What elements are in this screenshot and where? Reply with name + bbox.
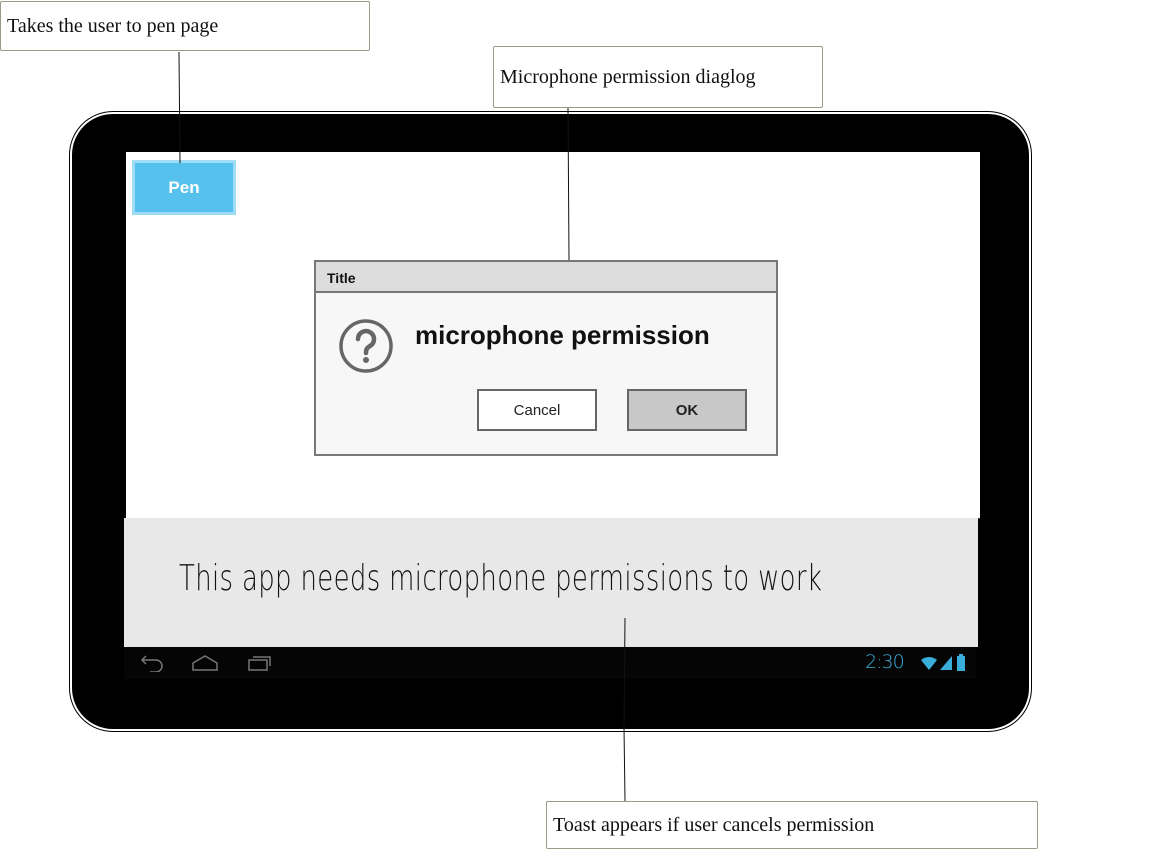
question-icon [339,319,393,373]
dialog-title: Title [316,262,776,293]
signal-icon [940,656,952,670]
system-nav-bar: 2:30 [124,647,976,679]
toast-annotation-callout: Toast appears if user cancels permission [546,801,1038,849]
toast-annotation-text: Toast appears if user cancels permission [553,813,875,836]
pen-button[interactable]: Pen [132,160,236,215]
back-icon[interactable] [138,654,166,672]
pen-button-label: Pen [168,177,200,197]
clock-time: 2:30 [865,651,905,673]
dialog-message: microphone permission [415,320,710,350]
ok-button-label: OK [675,401,699,419]
wifi-icon [921,656,937,670]
ok-button[interactable]: OK [627,389,747,431]
dialog-annotation-callout: Microphone permission diaglog [493,46,823,108]
recent-apps-icon[interactable] [246,654,274,672]
cancel-button-label: Cancel [513,401,561,419]
home-icon[interactable] [190,654,220,672]
cancel-button[interactable]: Cancel [477,389,597,431]
permission-toast: This app needs microphone permissions to… [124,518,978,647]
pen-annotation-callout: Takes the user to pen page [0,1,370,51]
toast-message: This app needs microphone permissions to… [179,558,823,599]
dialog-annotation-text: Microphone permission diaglog [500,65,756,88]
battery-icon [957,654,965,671]
microphone-permission-dialog: Title microphone permission Cancel OK [314,260,778,456]
pen-annotation-text: Takes the user to pen page [7,14,219,37]
